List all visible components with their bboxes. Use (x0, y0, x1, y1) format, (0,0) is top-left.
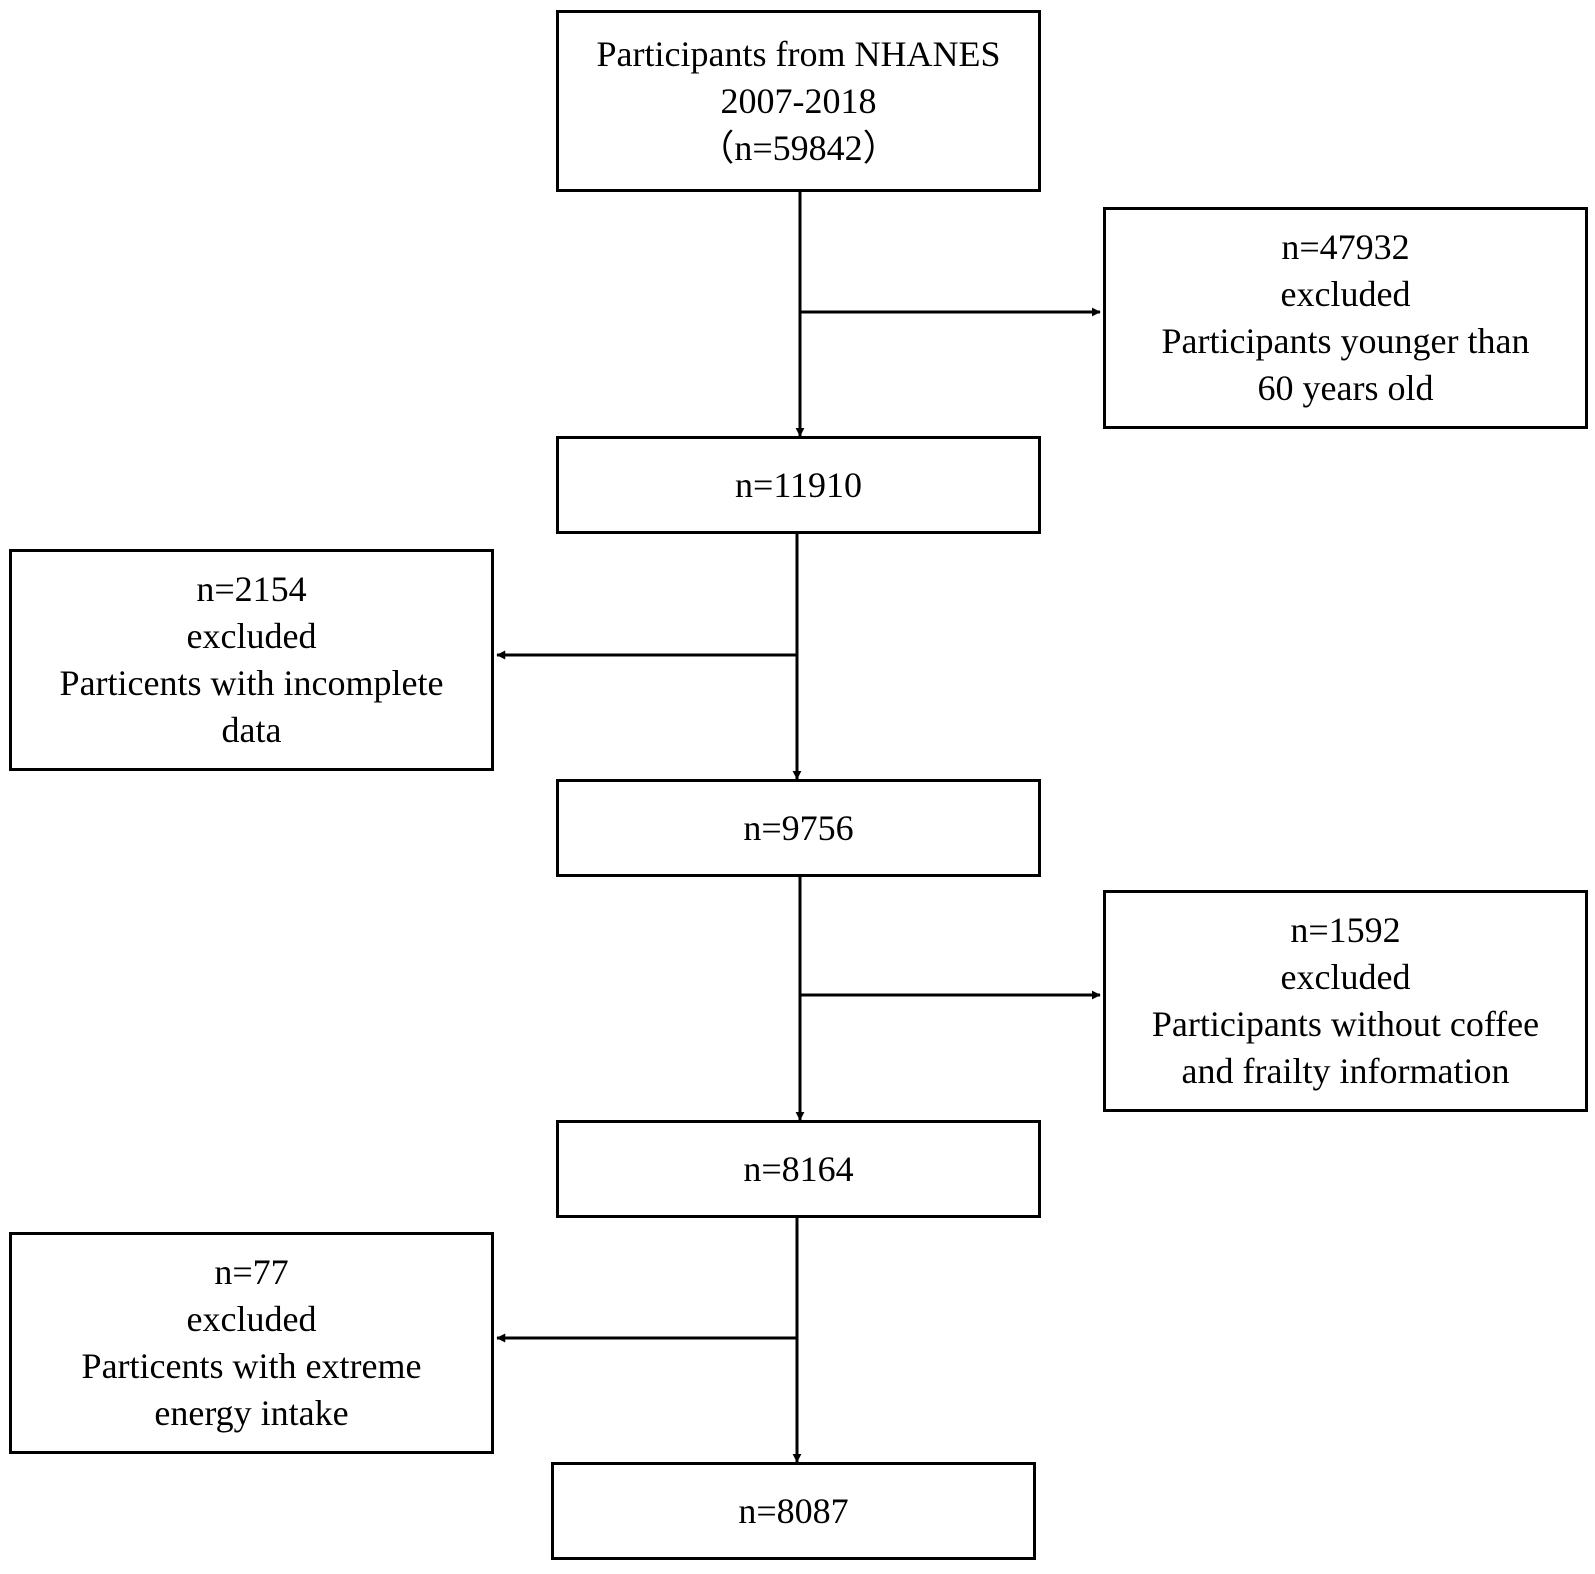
exclusion2-reason-line2: data (221, 710, 282, 750)
step2-box: n=9756 (556, 779, 1041, 877)
exclusion1-status: excluded (1280, 274, 1411, 314)
exclusion2-reason-line1: Particents with incomplete (59, 663, 444, 703)
exclusion2-status: excluded (186, 616, 317, 656)
start-box-line2: 2007-2018 (720, 80, 877, 121)
exclusion4-count: n=77 (214, 1252, 289, 1292)
exclusion3-count: n=1592 (1290, 910, 1401, 950)
exclusion2-box: n=2154 excluded Particents with incomple… (9, 549, 494, 771)
exclusion4-box: n=77 excluded Particents with extreme en… (9, 1232, 494, 1454)
exclusion4-reason-line2: energy intake (154, 1393, 349, 1433)
exclusion3-reason-line1: Participants without coffee (1151, 1004, 1540, 1044)
step2-count: n=9756 (743, 807, 854, 848)
start-box-line1: Participants from NHANES (596, 33, 1001, 74)
exclusion1-count: n=47932 (1281, 227, 1410, 267)
exclusion4-status: excluded (186, 1299, 317, 1339)
step1-box: n=11910 (556, 436, 1041, 534)
exclusion1-reason-line1: Participants younger than (1161, 321, 1530, 361)
exclusion2-count: n=2154 (196, 569, 307, 609)
step3-count: n=8164 (743, 1148, 854, 1189)
exclusion3-reason-line2: and frailty information (1181, 1051, 1510, 1091)
exclusion1-reason-line2: 60 years old (1257, 368, 1434, 408)
final-box: n=8087 (551, 1462, 1036, 1560)
exclusion1-box: n=47932 excluded Participants younger th… (1103, 207, 1588, 429)
final-count: n=8087 (738, 1490, 849, 1531)
step1-count: n=11910 (735, 464, 862, 505)
exclusion4-reason-line1: Particents with extreme (81, 1346, 422, 1386)
start-box-line3: （n=59842） (698, 127, 899, 168)
start-box: Participants from NHANES 2007-2018 （n=59… (556, 10, 1041, 192)
exclusion3-status: excluded (1280, 957, 1411, 997)
step3-box: n=8164 (556, 1120, 1041, 1218)
exclusion3-box: n=1592 excluded Participants without cof… (1103, 890, 1588, 1112)
